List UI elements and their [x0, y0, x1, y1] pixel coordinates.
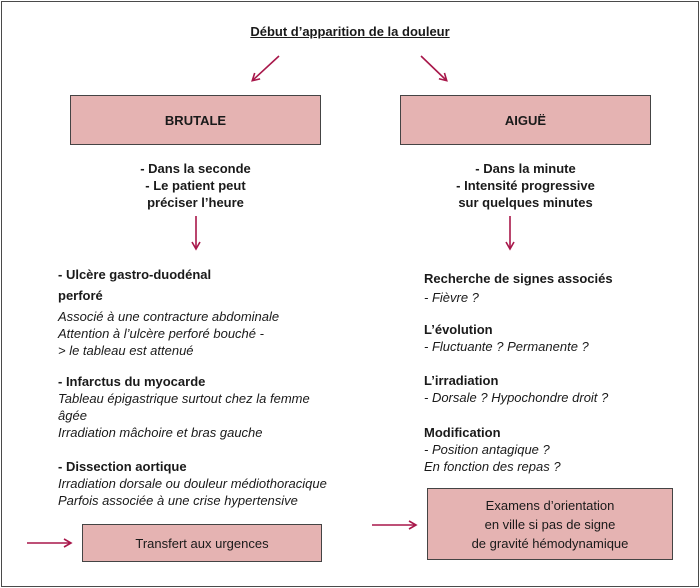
brutale-desc-line: préciser l’heure [147, 195, 244, 210]
section-item: - Position antagique ? [424, 442, 550, 457]
aigue-desc-line: - Dans la minute [475, 161, 576, 176]
section-heading: Modification [424, 425, 501, 440]
brutale-description: - Dans la seconde - Le patient peut préc… [70, 160, 321, 211]
section-infarctus: - Infarctus du myocarde Tableau épigastr… [58, 373, 388, 441]
arrow-title-to-brutale [251, 55, 280, 82]
section-item: Irradiation dorsale ou douleur médiothor… [58, 476, 327, 491]
section-item: - Fluctuante ? Permanente ? [424, 339, 589, 354]
section-heading: perforé [58, 288, 103, 303]
section-irradiation: L’irradiation - Dorsale ? Hypochondre dr… [424, 372, 684, 406]
section-heading: - Ulcère gastro-duodénal [58, 267, 212, 282]
section-dissection: - Dissection aortique Irradiation dorsal… [58, 458, 388, 509]
transfert-box: Transfert aux urgences [82, 524, 322, 562]
brutale-box: BRUTALE [70, 95, 321, 145]
section-item: - Fièvre ? [424, 290, 479, 305]
brutale-desc-line: - Le patient peut [145, 178, 246, 193]
diagram-title: Début d’apparition de la douleur [250, 24, 450, 39]
section-modification: Modification - Position antagique ? En f… [424, 424, 684, 475]
examens-line: en ville si pas de signe [484, 516, 616, 532]
examens-box: Examens d’orientation en ville si pas de… [427, 488, 673, 560]
section-evolution: L’évolution - Fluctuante ? Permanente ? [424, 321, 684, 355]
section-item: - Dorsale ? Hypochondre droit ? [424, 390, 609, 405]
aigue-desc-line: - Intensité progressive [456, 178, 595, 193]
examens-line: Examens d’orientation [485, 497, 615, 513]
aigue-desc-line: sur quelques minutes [458, 195, 593, 210]
aigue-box: AIGUË [400, 95, 651, 145]
section-item: Attention à l’ulcère perforé bouché - [58, 326, 264, 341]
section-item: Tableau épigastrique surtout chez la fem… [58, 391, 310, 406]
section-item: Irradiation mâchoire et bras gauche [58, 425, 263, 440]
section-heading: - Infarctus du myocarde [58, 374, 206, 389]
section-item: âgée [58, 408, 87, 423]
section-item: > le tableau est attenué [58, 343, 194, 358]
section-item: En fonction des repas ? [424, 459, 561, 474]
section-heading: - Dissection aortique [58, 459, 187, 474]
aigue-description: - Dans la minute - Intensité progressive… [400, 160, 651, 211]
examens-line: de gravité hémodynamique [471, 535, 629, 551]
section-heading: L’évolution [424, 322, 493, 337]
section-heading: L’irradiation [424, 373, 499, 388]
section-ulcere: - Ulcère gastro-duodénal perforé Associé… [58, 266, 388, 359]
section-item: Parfois associée à une crise hypertensiv… [58, 493, 298, 508]
section-heading: Recherche de signes associés [424, 271, 613, 286]
section-signes-associes: Recherche de signes associés - Fièvre ? [424, 270, 684, 306]
brutale-desc-line: - Dans la seconde [140, 161, 251, 176]
section-item: Associé à une contracture abdominale [58, 309, 280, 324]
arrow-title-to-aigue [420, 55, 448, 82]
